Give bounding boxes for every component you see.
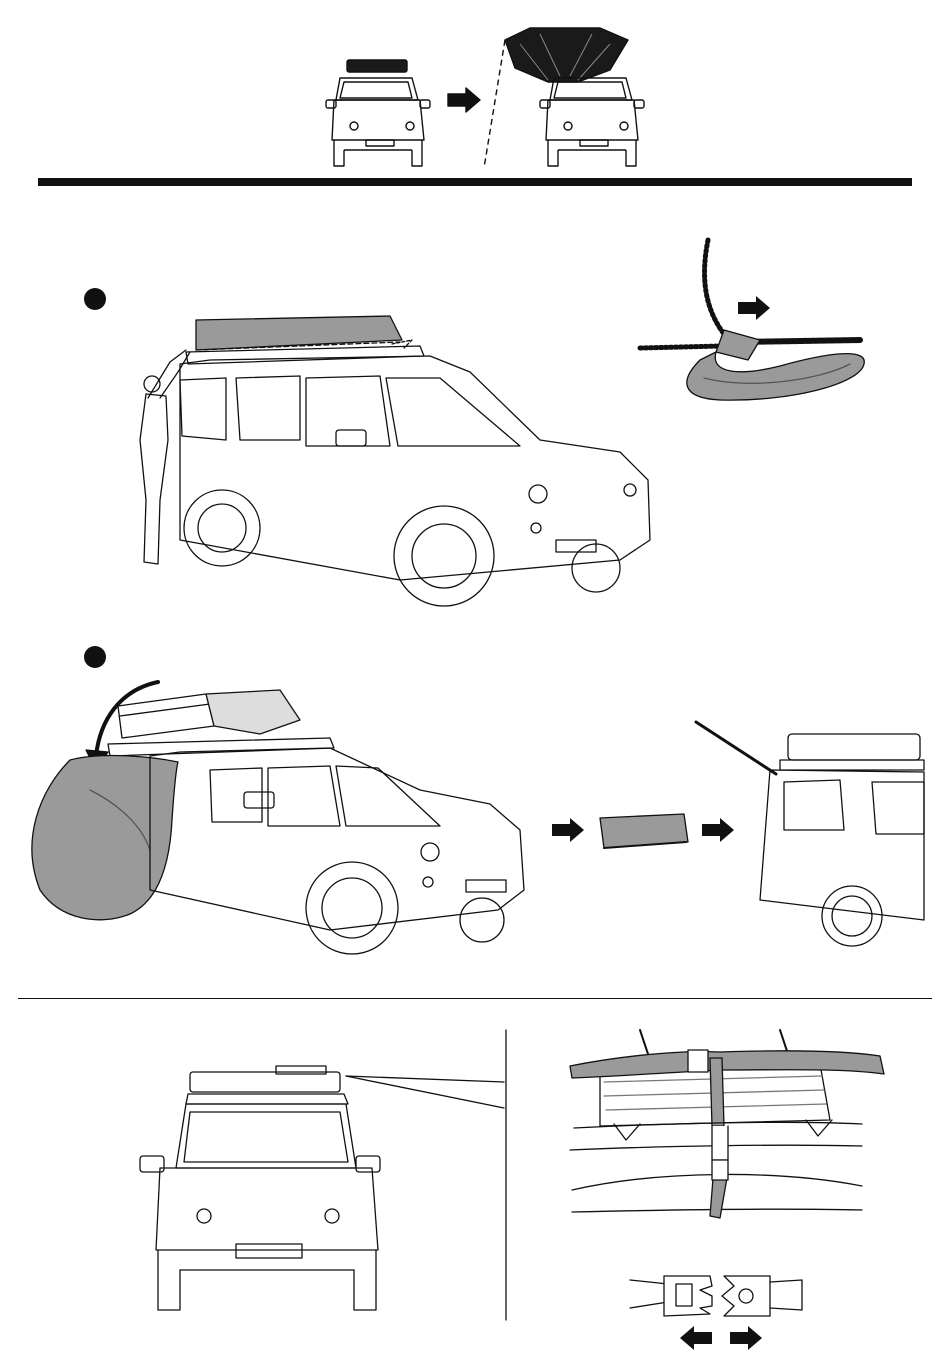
strap-mount-detail [570,1030,884,1218]
arrow-left-icon [680,1326,712,1350]
arrow-right-icon [730,1326,762,1350]
buckle-icon [722,1276,770,1316]
buckle-release-detail [630,1276,802,1350]
car-front-mounted-tent [140,1066,504,1310]
buckle-icon [664,1276,712,1316]
